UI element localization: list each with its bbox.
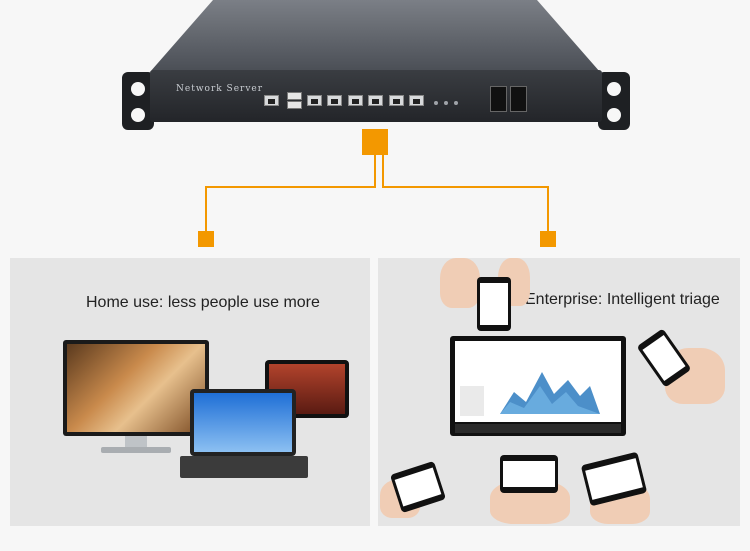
interactive-display (450, 336, 626, 436)
drive-bay (510, 86, 527, 112)
laptop-screen (190, 389, 296, 456)
ethernet-port (389, 95, 404, 106)
phone-device (477, 277, 511, 331)
connector-line (374, 155, 376, 187)
server-label: Network Server (176, 84, 264, 94)
connector-line (382, 186, 548, 188)
ethernet-port (348, 95, 363, 106)
desktop-monitor (63, 340, 209, 453)
home-caption: Home use: less people use more (86, 294, 320, 311)
usb-port (287, 101, 302, 109)
hand-illustration (440, 258, 480, 308)
node-square-home (198, 231, 214, 247)
connector-line (382, 155, 384, 187)
ethernet-port (409, 95, 424, 106)
status-led (444, 101, 448, 105)
usb-port (287, 92, 302, 100)
display-chart-graphic (460, 372, 600, 416)
status-led (434, 101, 438, 105)
tablet-device (500, 455, 558, 493)
server-chassis-top (150, 0, 600, 72)
ethernet-port (307, 95, 322, 106)
hub-square (362, 129, 388, 155)
rack-ear-right (598, 72, 630, 130)
laptop-keyboard (180, 456, 308, 478)
ethernet-port (327, 95, 342, 106)
ethernet-port (368, 95, 383, 106)
status-led (454, 101, 458, 105)
console-port (264, 95, 279, 106)
enterprise-caption: Enterprise: Intelligent triage (525, 291, 720, 308)
node-square-enterprise (540, 231, 556, 247)
connector-line (205, 186, 376, 188)
drive-bay (490, 86, 507, 112)
rack-ear-left (122, 72, 154, 130)
connector-line (547, 186, 549, 232)
connector-line (205, 186, 207, 232)
